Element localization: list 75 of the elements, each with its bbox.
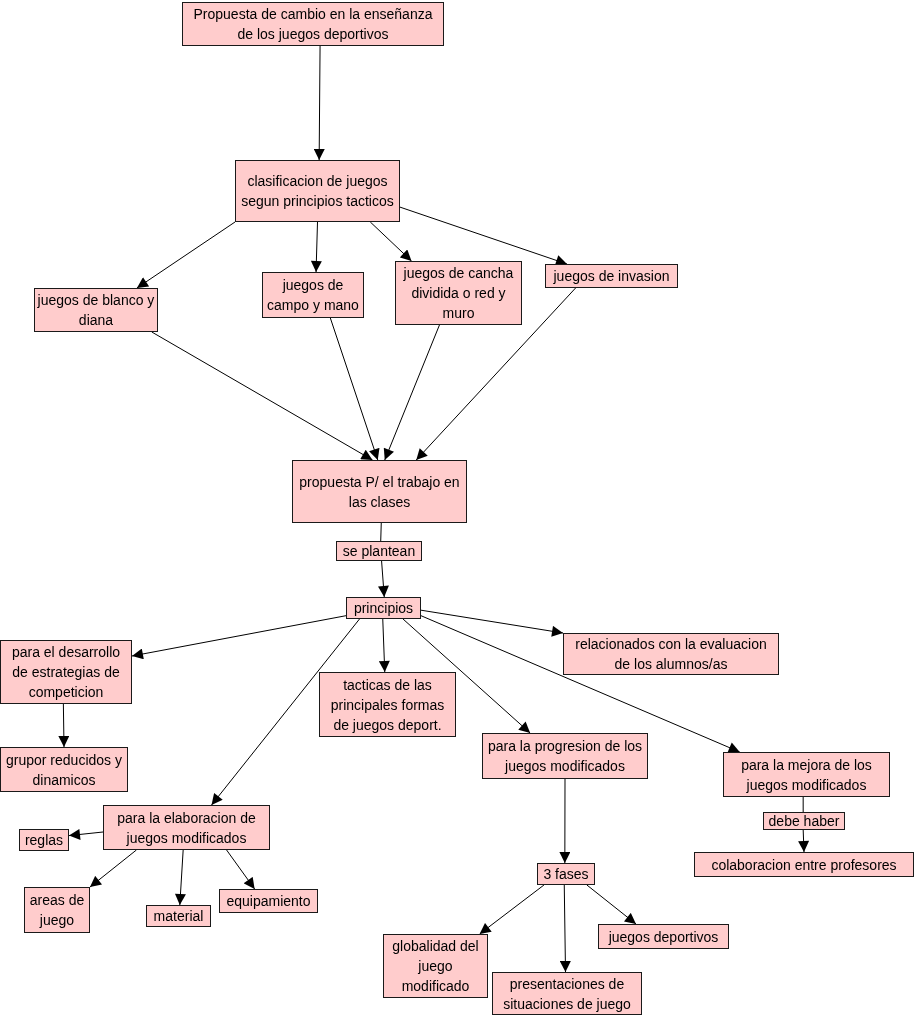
concept-text: para la elaboracion de juegos modificados: [116, 808, 257, 848]
concept-text: juegos de cancha dividida o red y muro: [402, 264, 515, 323]
concept-box: [319, 672, 456, 737]
concept-box: [723, 752, 890, 797]
arrow: [89, 849, 137, 888]
concept-text: relacionados con la evaluacion de los alumnos/as: [574, 635, 768, 674]
arrow: [559, 884, 571, 973]
concept-text: reglas: [24, 831, 64, 850]
concept-box: [182, 2, 444, 46]
arrow: [399, 206, 568, 266]
arrow: [211, 618, 360, 806]
concept-text: debe haber: [768, 813, 840, 829]
arrow: [798, 829, 810, 853]
concept-box: [19, 829, 69, 851]
connector-line: [802, 796, 804, 813]
concept-box: [0, 640, 132, 704]
concept-box: [219, 889, 318, 913]
arrow: [369, 221, 412, 262]
concept-text: Propuesta de cambio en la enseñanza de los juegos deportivos: [192, 5, 434, 44]
concept-text: para el desarrollo de estrategias de competicion: [10, 643, 122, 702]
concept-text: material: [153, 907, 204, 926]
arrow: [131, 615, 347, 660]
concept-box: [336, 541, 422, 561]
arrow: [58, 703, 70, 748]
arrow: [310, 221, 322, 273]
concept-text: areas de juego: [28, 891, 86, 930]
arrow: [383, 324, 440, 461]
arrow: [313, 45, 325, 161]
concept-text: se plantean: [342, 542, 416, 560]
arrow: [136, 221, 236, 289]
concept-text: juegos de campo y mano: [266, 276, 360, 315]
concept-text: tacticas de las principales formas de juegos deport.: [329, 675, 446, 735]
concept-text: 3 fases: [543, 865, 589, 884]
concept-text: presentaciones de situaciones de juego: [502, 974, 632, 1014]
concept-text: equipamiento: [226, 892, 311, 911]
concept-box: [103, 805, 270, 850]
concept-text: juegos de blanco y diana: [37, 291, 155, 330]
arrow: [586, 884, 637, 925]
concept-text: propuesta P/ el trabajo en las clases: [298, 472, 461, 512]
arrow: [226, 849, 256, 890]
concept-text: clasificacion de juegos segun principios tacticos: [240, 172, 395, 211]
arrow: [378, 618, 390, 673]
arrow: [151, 331, 373, 461]
arrow: [559, 778, 571, 864]
arrow: [479, 884, 545, 935]
concept-box: [235, 160, 400, 222]
concept-text: para la progresion de los juegos modificados: [486, 737, 644, 776]
concept-box: [492, 972, 642, 1015]
concept-text: colaboracion entre profesores: [711, 855, 897, 875]
concept-text: globalidad del juego modificado: [391, 937, 480, 996]
concept-box: [346, 597, 421, 619]
arrow: [68, 828, 104, 840]
arrow: [377, 560, 389, 598]
concept-box: [545, 264, 678, 288]
concept-box: [383, 934, 488, 998]
concept-box: [395, 261, 522, 325]
arrow: [420, 615, 741, 753]
arrow: [402, 618, 531, 734]
concept-text: principios: [353, 599, 414, 618]
arrow: [175, 849, 186, 906]
arrow: [329, 317, 380, 461]
concept-box: [598, 924, 729, 949]
concept-box: [537, 863, 595, 885]
arrow: [420, 609, 564, 637]
arrow: [415, 287, 577, 461]
connector-line: [380, 522, 382, 542]
concept-box: [146, 905, 211, 927]
concept-text: juegos de invasion: [553, 267, 670, 286]
concept-box: [694, 852, 914, 877]
concept-box: [292, 460, 467, 523]
concept-box: [563, 633, 779, 675]
concept-text: juegos deportivos: [608, 927, 719, 947]
concept-box: [763, 812, 845, 830]
concept-text: grupor reducidos y dinamicos: [5, 750, 123, 790]
concept-text: para la mejora de los juegos modificados: [740, 755, 873, 795]
